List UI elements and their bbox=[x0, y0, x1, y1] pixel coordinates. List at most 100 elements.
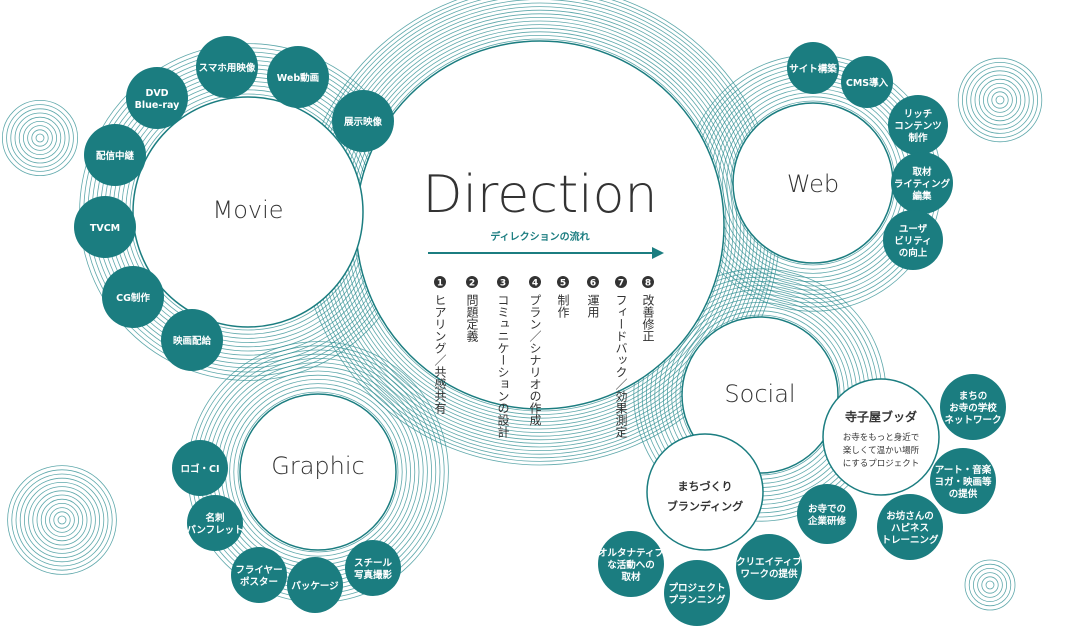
web-item-label: コンテンツ bbox=[894, 121, 942, 132]
graphic-item-label: パッケージ bbox=[291, 580, 339, 592]
step-3: 3 コミュニケーションの設計 bbox=[496, 276, 510, 438]
web-title: Web bbox=[787, 170, 839, 198]
social-item-label: お坊さんの bbox=[886, 510, 934, 522]
web-item-label: ビリティ bbox=[894, 235, 931, 247]
movie-item-7[interactable]: CG制作 bbox=[102, 266, 164, 328]
direction-title: Direction bbox=[423, 165, 658, 225]
graphic-item-1[interactable]: ロゴ・CI bbox=[172, 440, 228, 496]
step-number: 1 bbox=[437, 279, 443, 289]
graphic-title: Graphic bbox=[271, 452, 364, 480]
step-5: 5制作 bbox=[556, 276, 570, 318]
step-2: 2 問題定義 bbox=[465, 276, 479, 342]
step-text: 改善修正 bbox=[641, 294, 655, 342]
web-item-label: 編集 bbox=[912, 190, 932, 202]
social-item-label: ヨガ・映画等 bbox=[934, 476, 992, 488]
movie-item-label: Blue-ray bbox=[135, 100, 180, 111]
graphic-item-4[interactable]: パッケージ bbox=[287, 557, 343, 613]
step-number-badge bbox=[434, 276, 446, 288]
web-item-label: ライティング bbox=[894, 178, 951, 190]
social-item-label: ハピネス bbox=[891, 522, 929, 534]
movie-item-label: 配信中継 bbox=[96, 150, 135, 162]
movie-item-8[interactable]: 映画配給 bbox=[161, 309, 223, 371]
graphic-item-label: フライヤー bbox=[235, 565, 282, 576]
machi-label: まちづくり bbox=[678, 479, 733, 493]
graphic-circle bbox=[239, 393, 397, 551]
social-item-label: お寺の学校 bbox=[949, 402, 997, 414]
step-text: コミュニケーションの設計 bbox=[496, 294, 510, 438]
social-item-label: まちの bbox=[959, 390, 988, 402]
graphic-item-label: ロゴ・CI bbox=[180, 463, 219, 475]
graphic-item-label: 写真撮影 bbox=[354, 569, 393, 581]
movie-item-label: 映画配給 bbox=[173, 335, 212, 347]
graphic-item-label: スチール bbox=[354, 558, 393, 569]
social-item-label: プランニング bbox=[668, 594, 726, 606]
web-item-1[interactable]: サイト構築 bbox=[787, 42, 839, 94]
social-item-label: ネットワーク bbox=[944, 415, 1001, 426]
social-item-label: 企業研修 bbox=[807, 515, 847, 527]
web-item-label: ユーザ bbox=[899, 224, 928, 235]
movie-item-label: 展示映像 bbox=[344, 116, 383, 128]
graphic-item-label: パンフレット bbox=[186, 524, 243, 536]
movie-item-label: DVD bbox=[145, 88, 168, 99]
web-item-label: サイト構築 bbox=[789, 63, 837, 75]
step-number-badge bbox=[557, 276, 569, 288]
movie-item-6[interactable]: TVCM bbox=[74, 196, 136, 258]
movie-item-label: スマホ用映像 bbox=[199, 62, 256, 74]
terakoya-title: 寺子屋ブッダ bbox=[845, 409, 917, 424]
social-item-label: トレーニング bbox=[881, 534, 939, 546]
movie-item-label: CG制作 bbox=[116, 292, 150, 304]
step-text: 問題定義 bbox=[465, 294, 479, 342]
movie-item-4[interactable]: 展示映像 bbox=[332, 90, 394, 152]
step-number-badge bbox=[642, 276, 654, 288]
step-text: プラン／シナリオの作成 bbox=[528, 294, 542, 427]
social-item-label: な活動への bbox=[607, 559, 655, 571]
terakoya-desc: お寺をもっと身近で bbox=[843, 432, 920, 443]
movie-circle bbox=[132, 96, 364, 328]
flow-label: ディレクションの流れ bbox=[490, 230, 589, 243]
step-number: 7 bbox=[618, 279, 624, 289]
deco-rings-left bbox=[2, 100, 78, 176]
web-item-label: CMS導入 bbox=[846, 77, 889, 89]
movie-item-2[interactable]: スマホ用映像 bbox=[196, 36, 258, 98]
graphic-item-label: ポスター bbox=[240, 576, 278, 588]
terakoya-circle bbox=[822, 378, 940, 496]
web-item-2[interactable]: CMS導入 bbox=[841, 56, 893, 108]
step-number-badge bbox=[466, 276, 478, 288]
movie-title: Movie bbox=[212, 196, 283, 224]
step-number: 2 bbox=[469, 279, 475, 289]
flow-arrow-head bbox=[652, 247, 664, 259]
web-item-label: リッチ bbox=[904, 109, 933, 120]
step-number: 3 bbox=[500, 279, 506, 289]
web-item-label: 取材 bbox=[912, 166, 932, 178]
machi-circle bbox=[646, 433, 764, 551]
machi-label: ブランディング bbox=[667, 499, 743, 513]
social-item-label: クリエイティブ bbox=[736, 556, 802, 568]
step-number: 6 bbox=[590, 279, 596, 289]
social-item-label: お寺での bbox=[808, 503, 846, 515]
graphic-item-label: 名刺 bbox=[205, 512, 224, 524]
social-item-label: プロジェクト bbox=[668, 582, 725, 594]
social-item-label: オルタナティブ bbox=[598, 547, 664, 559]
movie-item-5[interactable]: 配信中継 bbox=[84, 124, 146, 186]
movie-item-label: Web動画 bbox=[277, 72, 319, 84]
movie-item-3[interactable]: Web動画 bbox=[267, 46, 329, 108]
